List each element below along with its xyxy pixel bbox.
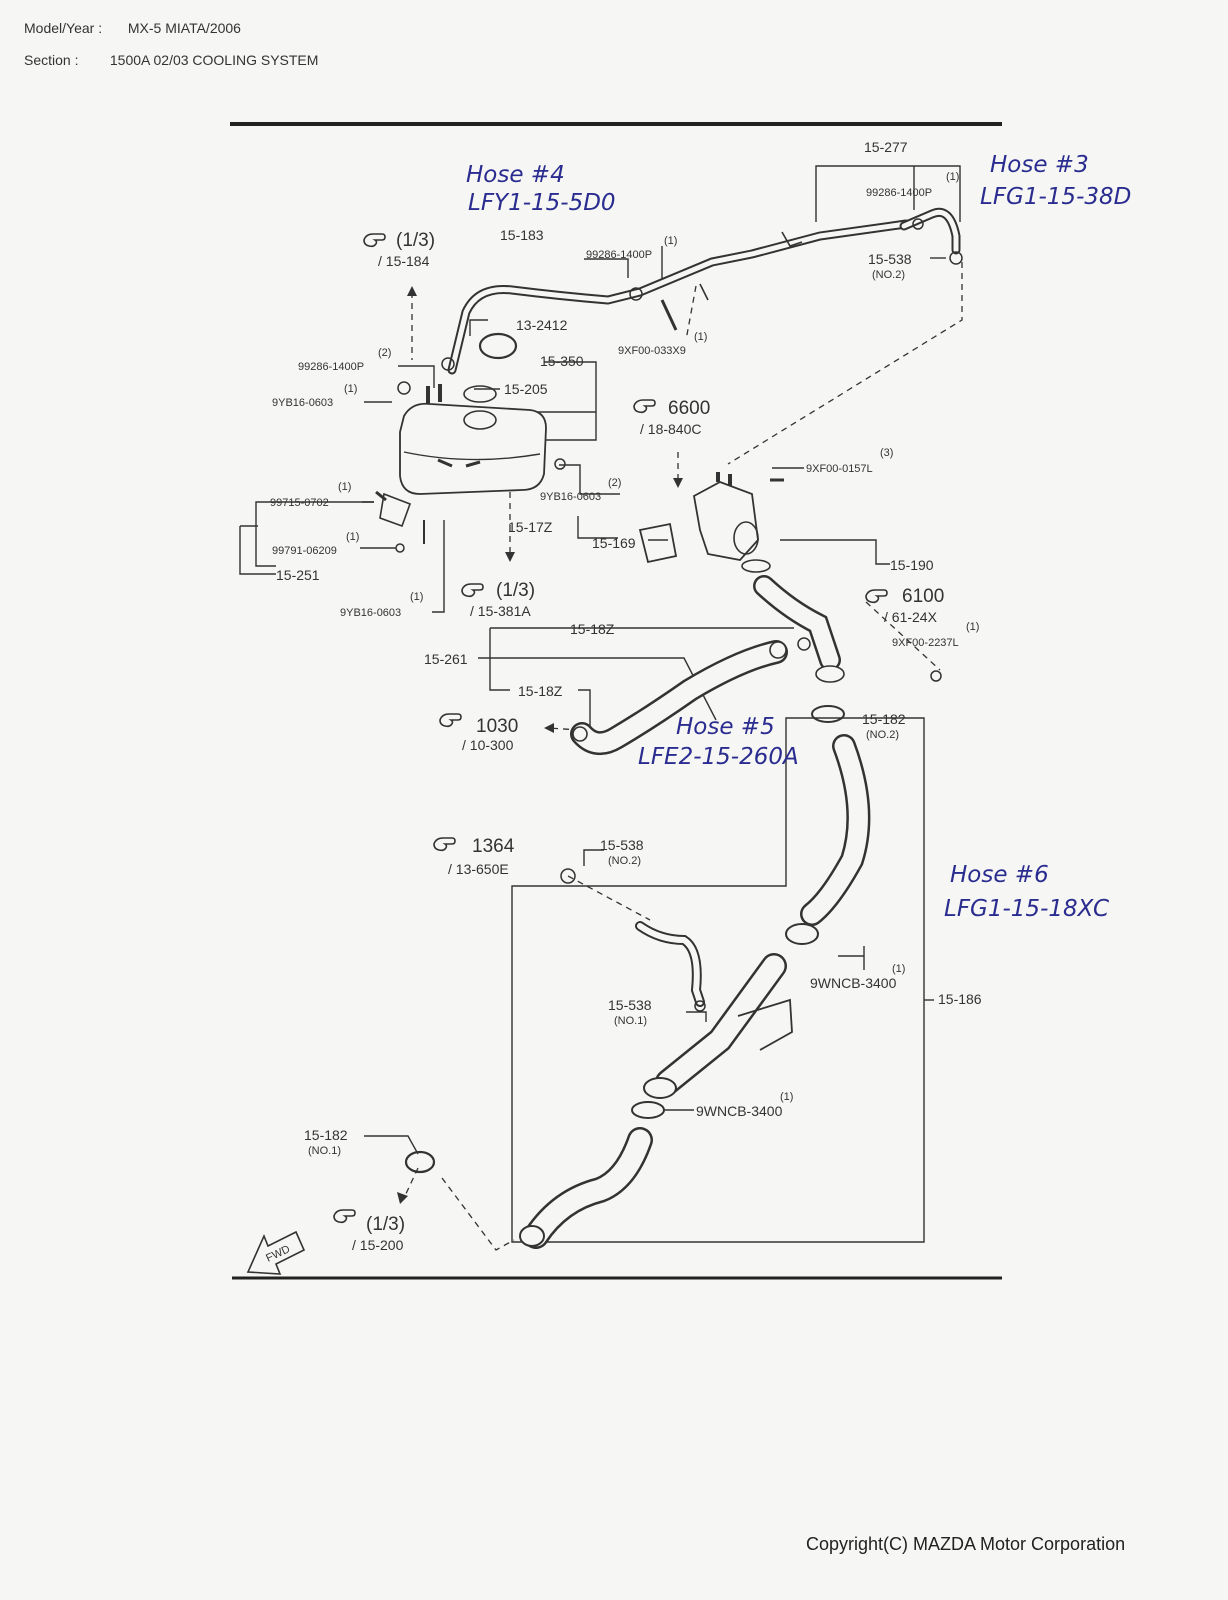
hose4-part-number: LFY1-15-5D0 xyxy=(468,190,616,216)
part-label: (NO.1) xyxy=(308,1145,341,1157)
part-label: 99791-06209 xyxy=(272,545,337,557)
hose3-part-number: LFG1-15-38D xyxy=(980,184,1131,210)
pointing-hand-icon xyxy=(865,589,888,604)
qty-label: (2) xyxy=(378,347,391,359)
hose3-title: Hose #3 xyxy=(990,152,1089,178)
qty-label: (1) xyxy=(946,171,959,183)
qty-label: (1) xyxy=(344,383,357,395)
part-label: 15-190 xyxy=(890,557,934,573)
part-label: 99286-1400P xyxy=(866,187,932,199)
part-label: 15-205 xyxy=(504,381,548,397)
part-label: 15-18Z xyxy=(518,683,563,699)
reference-label: (1/3) xyxy=(496,580,535,601)
hose6-title: Hose #6 xyxy=(950,862,1049,888)
hose5-part-number: LFE2-15-260A xyxy=(638,744,799,770)
part-label: 15-350 xyxy=(540,353,584,369)
reference-label: (1/3) xyxy=(396,230,435,251)
part-label: 99286-1400P xyxy=(586,249,652,261)
reference-label: 1030 xyxy=(476,716,518,737)
reference-label: 6600 xyxy=(668,398,710,419)
part-label: 9YB16-0603 xyxy=(540,491,601,503)
handwritten-annotations: Hose #4 LFY1-15-5D0 Hose #3 LFG1-15-38D … xyxy=(466,152,1131,922)
reference-label: / 18-840C xyxy=(640,421,701,437)
qty-label: (3) xyxy=(880,447,893,459)
qty-label: (1) xyxy=(892,963,905,975)
pointing-hand-icon xyxy=(363,233,386,248)
part-label: 9WNCB-3400 xyxy=(696,1103,783,1119)
part-label: 15-538 xyxy=(868,251,912,267)
pointing-hand-icon xyxy=(333,1209,356,1224)
section-line: Section : 1500A 02/03 COOLING SYSTEM xyxy=(24,52,318,68)
part-label: 15-182 xyxy=(862,711,906,727)
qty-label: (1) xyxy=(966,621,979,633)
fwd-arrow-icon xyxy=(246,1230,306,1275)
part-label: 15-261 xyxy=(424,651,468,667)
copyright-notice: Copyright(C) MAZDA Motor Corporation xyxy=(806,1534,1126,1554)
qty-label: (1) xyxy=(664,235,677,247)
part-label: 15-251 xyxy=(276,567,320,583)
hose5-title: Hose #5 xyxy=(676,714,775,740)
reference-label: / 10-300 xyxy=(462,737,514,753)
pointing-hand-icon xyxy=(433,837,456,852)
part-label: (NO.1) xyxy=(614,1015,647,1027)
part-label: 99286-1400P xyxy=(298,361,364,373)
qty-label: (1) xyxy=(780,1091,793,1103)
part-label: (NO.2) xyxy=(872,269,905,281)
part-label: 15-538 xyxy=(608,997,652,1013)
part-label: 9WNCB-3400 xyxy=(810,975,897,991)
part-label: 15-277 xyxy=(864,139,908,155)
part-label: 99715-0702 xyxy=(270,497,329,509)
qty-label: (1) xyxy=(410,591,423,603)
qty-label: (1) xyxy=(346,531,359,543)
leader-lines xyxy=(239,165,961,1243)
model-year-label: Model/Year : xyxy=(24,20,103,36)
part-label: 13-2412 xyxy=(516,317,568,333)
part-label: 15-538 xyxy=(600,837,644,853)
part-label: 9XF00-2237L xyxy=(892,637,959,649)
reference-label: / 15-200 xyxy=(352,1237,404,1253)
part-label: 15-186 xyxy=(938,991,982,1007)
part-label: 15-183 xyxy=(500,227,544,243)
qty-label: (2) xyxy=(608,477,621,489)
arrowheads xyxy=(397,286,683,1204)
part-label: 9XF00-0157L xyxy=(806,463,873,475)
qty-label: (1) xyxy=(338,481,351,493)
reference-label: / 13-650E xyxy=(448,861,509,877)
part-label: 15-169 xyxy=(592,535,636,551)
part-label: 15-182 xyxy=(304,1127,348,1143)
section-value: 1500A 02/03 COOLING SYSTEM xyxy=(109,52,319,68)
reference-label: / 15-381A xyxy=(470,603,531,619)
pointing-hand-icon xyxy=(461,583,484,598)
part-label: (NO.2) xyxy=(608,855,641,867)
reference-label: / 61-24X xyxy=(884,609,938,625)
part-label: 15-18Z xyxy=(570,621,615,637)
parts-drawing xyxy=(246,207,963,1275)
model-year-line: Model/Year : MX-5 MIATA/2006 xyxy=(24,20,241,36)
part-labels: 15-277 (1) 99286-1400P 15-538 (NO.2) (1/… xyxy=(264,139,982,1265)
part-label: 15-17Z xyxy=(508,519,553,535)
reference-label: / 15-184 xyxy=(378,253,430,269)
part-label: 9YB16-0603 xyxy=(340,607,401,619)
section-label: Section : xyxy=(24,52,79,68)
reference-label: (1/3) xyxy=(366,1214,405,1235)
part-label: (NO.2) xyxy=(866,729,899,741)
qty-label: (1) xyxy=(694,331,707,343)
pointing-hand-icon xyxy=(439,713,462,728)
model-year-value: MX-5 MIATA/2006 xyxy=(127,20,241,36)
hose6-part-number: LFG1-15-18XC xyxy=(944,896,1109,922)
reference-label: 1364 xyxy=(472,836,515,857)
reference-label: 6100 xyxy=(902,586,944,607)
pointing-hand-icon xyxy=(633,399,656,414)
hose4-title: Hose #4 xyxy=(466,162,565,188)
part-label: 9YB16-0603 xyxy=(272,397,333,409)
part-label: 9XF00-033X9 xyxy=(618,345,686,357)
